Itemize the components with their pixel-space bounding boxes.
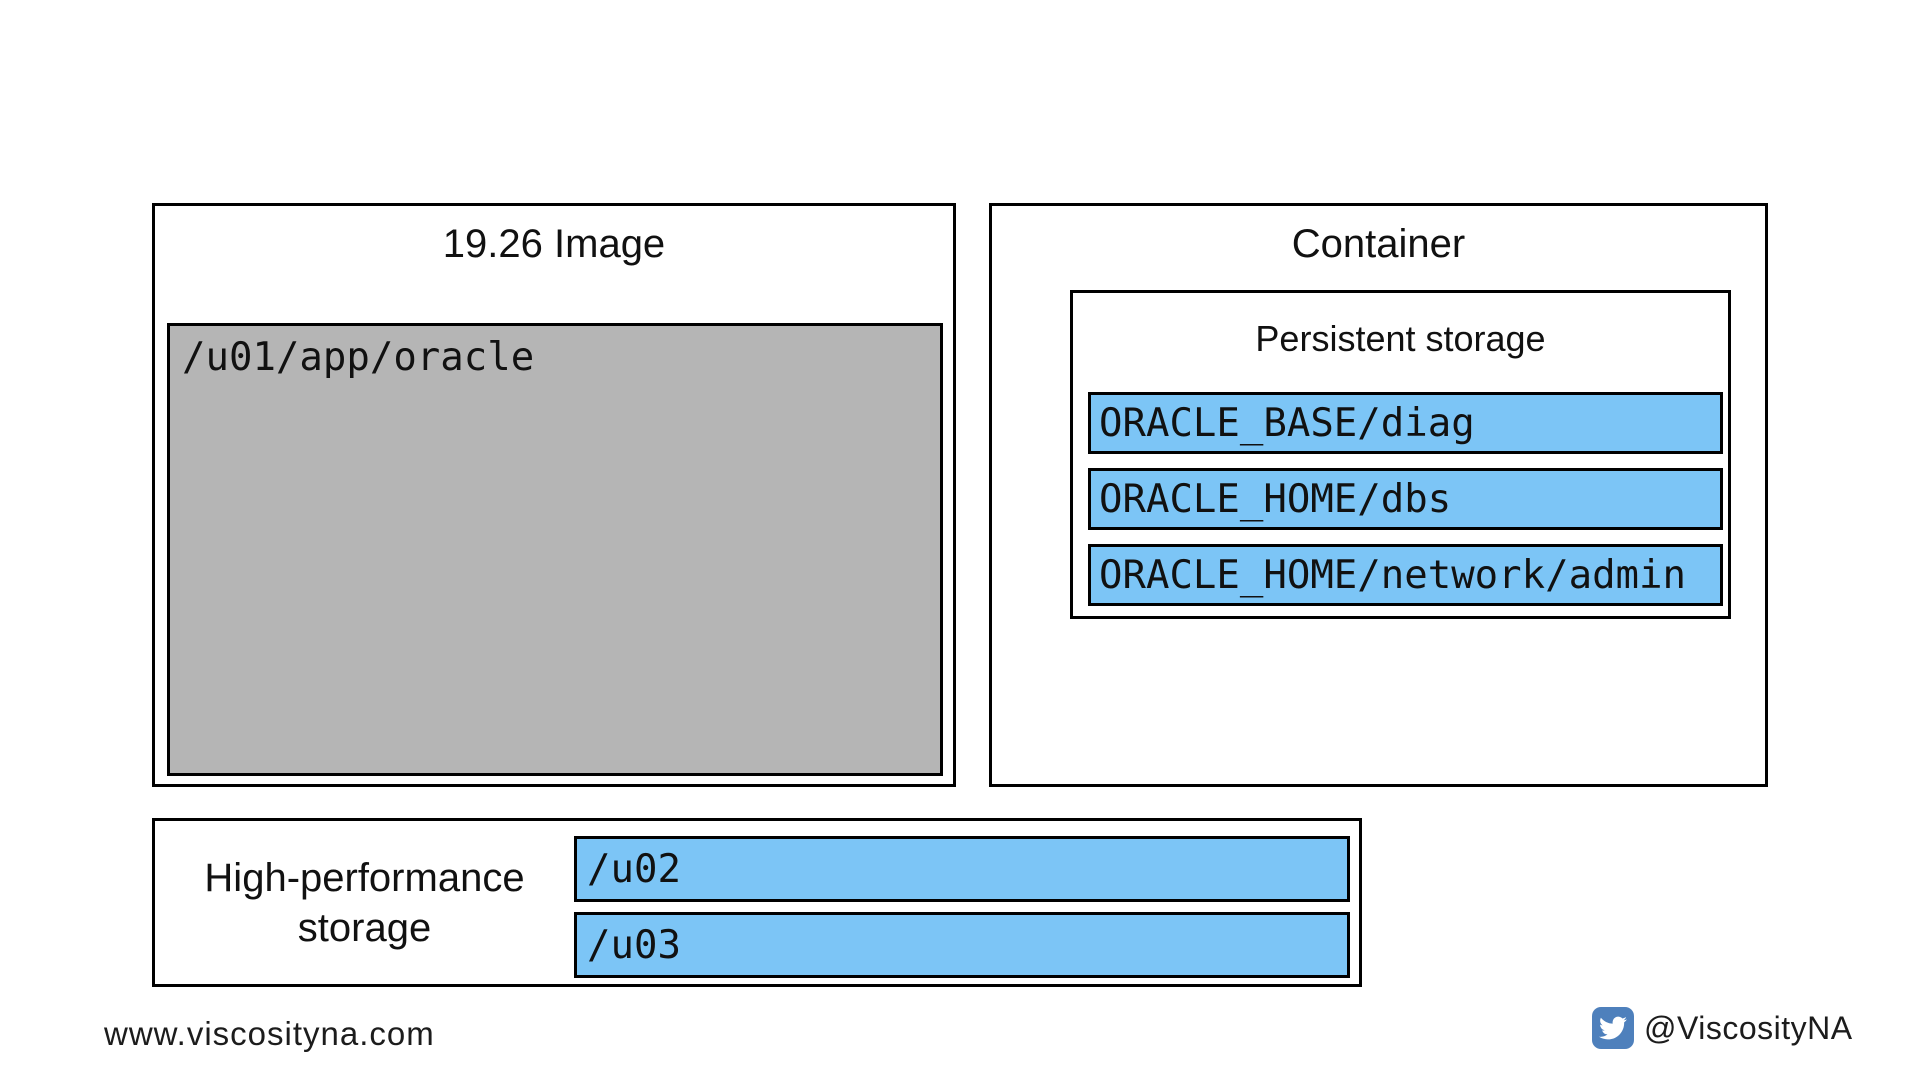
persistent-volume-list: ORACLE_BASE/diag ORACLE_HOME/dbs ORACLE_…	[1088, 392, 1723, 620]
high-performance-storage-label-line2: storage	[297, 905, 432, 950]
u02-volume-label: /u02	[587, 846, 681, 892]
u01-volume-box: /u01/app/oracle	[167, 323, 943, 776]
u03-volume-box: /u03	[574, 912, 1350, 978]
persistent-volume-diag-label: ORACLE_BASE/diag	[1099, 400, 1475, 446]
twitter-badge: @ViscosityNA	[1592, 1007, 1853, 1049]
u02-volume-box: /u02	[574, 836, 1350, 902]
persistent-volume-diag: ORACLE_BASE/diag	[1088, 392, 1723, 454]
high-performance-storage-label: High-performance storage	[155, 821, 574, 984]
persistent-volume-network-admin-label: ORACLE_HOME/network/admin	[1099, 552, 1686, 598]
twitter-bird-icon	[1592, 1007, 1634, 1049]
footer-website-text: www.viscosityna.com	[104, 1015, 435, 1052]
persistent-volume-network-admin: ORACLE_HOME/network/admin	[1088, 544, 1723, 606]
persistent-volume-dbs: ORACLE_HOME/dbs	[1088, 468, 1723, 530]
u03-volume-label: /u03	[587, 922, 681, 968]
u01-volume-label: /u01/app/oracle	[182, 335, 535, 380]
high-performance-storage-label-line1: High-performance	[204, 855, 525, 900]
persistent-storage-title: Persistent storage	[1255, 318, 1546, 359]
persistent-storage-box: Persistent storage ORACLE_BASE/diag ORAC…	[1070, 290, 1731, 619]
twitter-handle-text: @ViscosityNA	[1644, 1010, 1853, 1046]
image-box-title: 19.26 Image	[442, 222, 666, 266]
container-box-title: Container	[1291, 222, 1466, 266]
high-performance-storage-box: High-performance storage /u02 /u03	[152, 818, 1362, 987]
persistent-volume-dbs-label: ORACLE_HOME/dbs	[1099, 476, 1452, 522]
